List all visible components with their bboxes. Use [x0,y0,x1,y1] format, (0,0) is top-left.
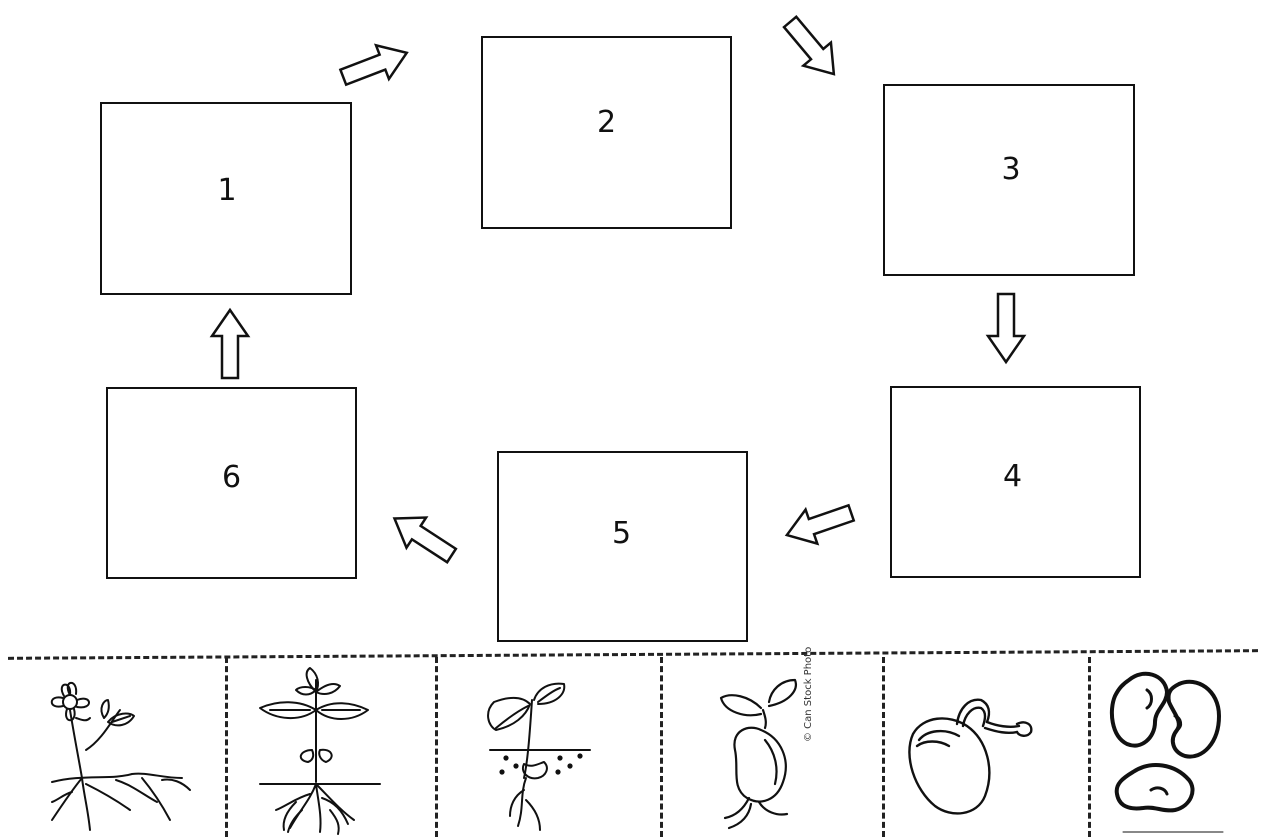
stage-number: 2 [596,105,617,140]
stage-box-1: 1 [100,102,352,295]
cut-line-vertical [435,657,438,837]
stage-number: 5 [611,516,632,551]
cut-line-vertical [225,657,228,837]
germinating-seed-icon[interactable] [887,660,1085,837]
arrow-4-to-5 [780,495,859,554]
stage-number: 3 [1001,151,1021,187]
bean-seeds-icon[interactable] [1093,660,1258,837]
stage-box-6: 6 [106,387,357,579]
cut-line-vertical [1088,657,1091,837]
stage-number: 6 [221,459,242,495]
stage-number: 1 [217,173,237,208]
flowering-plant-icon[interactable] [12,660,222,837]
stage-number: 4 [1002,458,1023,494]
arrow-6-to-1 [209,307,251,380]
stage-box-4: 4 [890,386,1141,578]
watermark-text: © Can Stock Photo [803,646,814,742]
sprouting-seed-icon[interactable] [665,660,879,837]
stage-box-5: 5 [497,451,748,642]
stage-box-3: 3 [883,84,1135,276]
arrow-2-to-3 [775,9,849,87]
cut-line-vertical [882,657,885,837]
stage-box-2: 2 [481,36,732,229]
arrow-3-to-4 [985,292,1027,365]
cut-line-horizontal [8,649,1258,660]
arrow-1-to-2 [336,35,415,96]
arrow-5-to-6 [383,502,462,572]
cut-line-vertical [660,657,663,837]
young-plant-with-roots-icon[interactable] [230,660,432,837]
seedling-in-soil-icon[interactable] [440,660,656,837]
